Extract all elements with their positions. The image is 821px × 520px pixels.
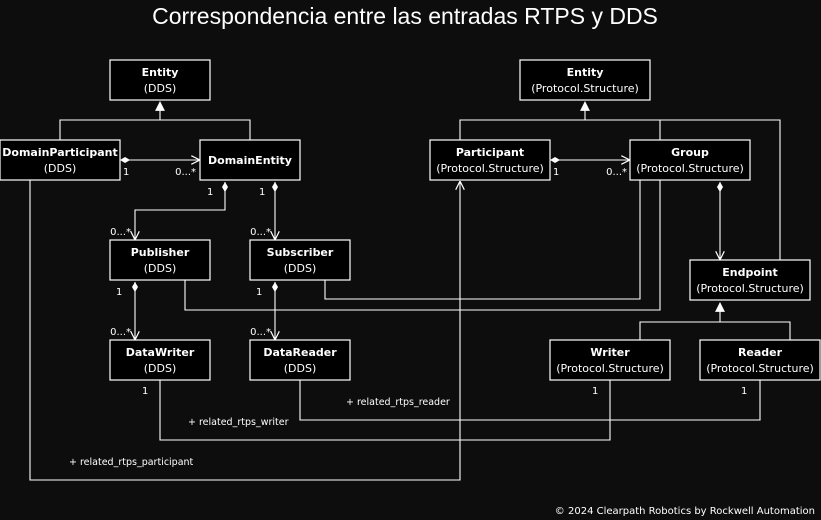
svg-text:Participant: Participant: [456, 146, 524, 159]
multiplicity-label: 0...*: [110, 227, 131, 238]
multiplicity-label: 1: [256, 287, 262, 298]
multiplicity-label: 1: [142, 386, 148, 397]
multiplicity-label: 0...*: [250, 327, 271, 338]
svg-text:(Protocol.Structure): (Protocol.Structure): [556, 362, 664, 375]
svg-text:(DDS): (DDS): [144, 362, 177, 375]
svg-text:(DDS): (DDS): [284, 262, 317, 275]
svg-text:Subscriber: Subscriber: [267, 246, 334, 259]
multiplicity-label: 0...*: [250, 227, 271, 238]
role-label-related-rtps-writer: + related_rtps_writer: [188, 417, 289, 428]
diagram-title: Correspondencia entre las entradas RTPS …: [152, 3, 658, 29]
node-reader[interactable]: Reader (Protocol.Structure): [699, 339, 821, 381]
svg-text:Publisher: Publisher: [131, 246, 190, 259]
node-data-reader[interactable]: DataReader (DDS): [249, 339, 351, 381]
role-labels: + related_rtps_reader + related_rtps_wri…: [69, 397, 450, 468]
copyright-notice: © 2024 Clearpath Robotics by Rockwell Au…: [555, 506, 815, 517]
svg-text:DataWriter: DataWriter: [126, 346, 195, 359]
svg-text:(DDS): (DDS): [144, 82, 177, 95]
node-domain-participant[interactable]: DomainParticipant (DDS): [0, 139, 121, 181]
node-entity-dds[interactable]: Entity (DDS): [109, 59, 211, 101]
node-publisher[interactable]: Publisher (DDS): [109, 239, 211, 281]
node-domain-entity[interactable]: DomainEntity: [199, 139, 301, 181]
multiplicity-labels: 1 0...* 1 0...* 1 0...* 1 0...* 1 0...* …: [110, 167, 747, 397]
edges-inheritance-rtps: [459, 101, 791, 340]
multiplicity-label: 1: [553, 167, 559, 178]
edges-inheritance-dds: [59, 101, 251, 140]
multiplicity-label: 0...*: [110, 327, 131, 338]
svg-text:Writer: Writer: [590, 346, 630, 359]
svg-text:Entity: Entity: [142, 66, 179, 79]
multiplicity-label: 1: [116, 287, 122, 298]
node-subscriber[interactable]: Subscriber (DDS): [249, 239, 351, 281]
svg-text:(Protocol.Structure): (Protocol.Structure): [531, 82, 639, 95]
multiplicity-label: 0...*: [175, 167, 196, 178]
role-label-related-rtps-participant: + related_rtps_participant: [69, 457, 194, 468]
node-writer[interactable]: Writer (Protocol.Structure): [549, 339, 671, 381]
multiplicity-label: 1: [592, 386, 598, 397]
svg-text:(DDS): (DDS): [144, 262, 177, 275]
svg-text:Group: Group: [671, 146, 709, 159]
multiplicity-label: 1: [741, 386, 747, 397]
svg-text:Endpoint: Endpoint: [722, 266, 778, 279]
svg-text:Reader: Reader: [738, 346, 783, 359]
edges-relations: [29, 180, 761, 481]
svg-text:DataReader: DataReader: [263, 346, 337, 359]
role-label-related-rtps-reader: + related_rtps_reader: [346, 397, 450, 408]
svg-text:(DDS): (DDS): [284, 362, 317, 375]
svg-text:DomainEntity: DomainEntity: [208, 154, 292, 167]
node-data-writer[interactable]: DataWriter (DDS): [109, 339, 211, 381]
svg-text:DomainParticipant: DomainParticipant: [2, 146, 118, 159]
multiplicity-label: 1: [259, 187, 265, 198]
node-endpoint[interactable]: Endpoint (Protocol.Structure): [689, 259, 811, 301]
node-entity-rtps[interactable]: Entity (Protocol.Structure): [519, 59, 651, 101]
multiplicity-label: 0...*: [606, 167, 627, 178]
svg-text:Entity: Entity: [567, 66, 604, 79]
multiplicity-label: 1: [123, 167, 129, 178]
svg-text:(Protocol.Structure): (Protocol.Structure): [436, 162, 544, 175]
multiplicity-label: 1: [207, 187, 213, 198]
svg-text:(Protocol.Structure): (Protocol.Structure): [636, 162, 744, 175]
svg-text:(Protocol.Structure): (Protocol.Structure): [696, 282, 804, 295]
node-participant[interactable]: Participant (Protocol.Structure): [429, 139, 551, 181]
svg-text:(DDS): (DDS): [44, 162, 77, 175]
svg-text:(Protocol.Structure): (Protocol.Structure): [706, 362, 814, 375]
node-group[interactable]: Group (Protocol.Structure): [629, 139, 751, 181]
